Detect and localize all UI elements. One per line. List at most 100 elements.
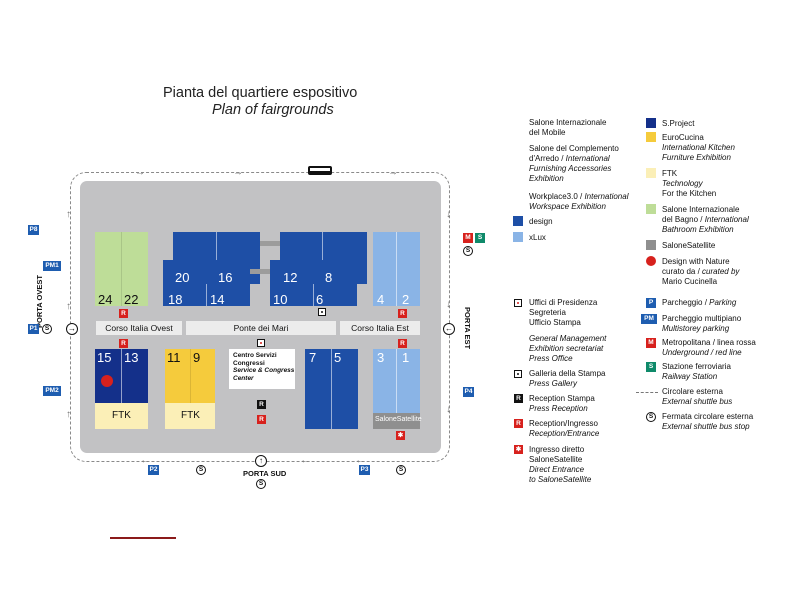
legend-xlux: xLux xyxy=(529,233,546,242)
hall-18-label: 18 xyxy=(168,292,183,307)
hall-11-label: 11 xyxy=(167,350,181,365)
shuttle-arrow-icon: ↑ xyxy=(66,301,71,312)
bus-stop-icon: S xyxy=(256,479,266,489)
parking-p1-icon: P1 xyxy=(28,324,39,334)
railway-icon: S xyxy=(475,233,485,243)
parking-pm1-icon: PM1 xyxy=(43,261,61,271)
legend-design-swatch xyxy=(513,216,523,226)
reception-entrance-icon: R xyxy=(257,415,266,424)
legend-nature: Design with Nature curato da / curated b… xyxy=(662,257,740,286)
hall-14-label: 14 xyxy=(210,292,225,307)
hall-13-label: 13 xyxy=(124,350,139,365)
legend-xlux-swatch xyxy=(513,232,523,242)
legend-salonesatellite-swatch xyxy=(646,240,656,250)
satellite-direct-entrance-icon: ✱ xyxy=(396,431,405,440)
map-title: Pianta del quartiere espositivo xyxy=(163,85,358,101)
hall-24-label: 24 xyxy=(98,292,113,307)
press-reception-icon: R xyxy=(257,400,266,409)
legend-shuttle-line-icon xyxy=(636,392,658,393)
shuttle-arrow-icon: ↓ xyxy=(446,404,451,415)
hall-16-label: 16 xyxy=(218,270,233,285)
parking-p4-icon: P4 xyxy=(463,387,474,397)
legend-presidenza-icon xyxy=(514,299,522,307)
shuttle-arrow-icon: ↓ xyxy=(446,209,451,220)
parking-p3-icon: P3 xyxy=(359,465,370,475)
map-subtitle: Plan of fairgrounds xyxy=(212,102,334,118)
hall-24-22[interactable] xyxy=(95,232,148,306)
legend-bagno-swatch xyxy=(646,204,656,214)
ftk-area-west[interactable] xyxy=(95,403,148,429)
shuttle-arrow-icon: → xyxy=(388,167,398,178)
hall-20-label: 20 xyxy=(175,270,190,285)
decorative-rule xyxy=(110,537,176,539)
service-congress-center[interactable] xyxy=(229,349,295,389)
legend-parking-icon: P xyxy=(646,298,656,308)
street-corso-italia-est: Corso Italia Est xyxy=(340,321,420,335)
reception-entrance-icon: R xyxy=(119,339,128,348)
ftk-label-west: FTK xyxy=(112,410,131,421)
legend-parcheggio: Parcheggio / Parking xyxy=(662,298,737,307)
reception-entrance-icon: R xyxy=(398,339,407,348)
gate-west-label: PORTA OVEST xyxy=(35,275,44,328)
bus-stop-icon: S xyxy=(396,465,406,475)
legend-direct-entrance-icon: ✱ xyxy=(514,445,523,454)
hall-11-9[interactable] xyxy=(165,349,215,403)
legend-reception-entrance-icon: R xyxy=(514,419,523,428)
parking-pm2-icon: PM2 xyxy=(43,386,61,396)
hall-3-label: 3 xyxy=(377,350,385,365)
legend-bagno: Salone Internazionale del Bagno / Intern… xyxy=(662,205,749,234)
parking-p8-icon: P8 xyxy=(28,225,39,235)
legend-workplace: Workplace3.0 / International Workspace E… xyxy=(529,192,629,211)
ftk-area-center[interactable] xyxy=(165,403,215,429)
reception-entrance-icon: R xyxy=(119,309,128,318)
ftk-label-center: FTK xyxy=(181,410,200,421)
legend-multistorey-icon: PM xyxy=(641,314,657,324)
gate-west-arrow-icon: → xyxy=(66,323,78,335)
salonesatellite-area[interactable] xyxy=(373,413,420,429)
hall-10-label: 10 xyxy=(273,292,288,307)
legend-salonesatellite: SaloneSatellite xyxy=(662,241,716,250)
legend-sproject: S.Project xyxy=(662,119,695,128)
reception-entrance-icon: R xyxy=(398,309,407,318)
gate-south-arrow-icon: ↑ xyxy=(255,455,267,467)
hall-7-label: 7 xyxy=(309,350,317,365)
hall-6-label: 6 xyxy=(316,292,324,307)
press-gallery-icon xyxy=(318,308,326,316)
shuttle-arrow-icon: → xyxy=(233,167,243,178)
hall-5-label: 5 xyxy=(334,350,342,365)
street-ponte-dei-mari: Ponte dei Mari xyxy=(186,321,336,335)
shuttle-arrow-icon: ↓ xyxy=(446,299,451,310)
bus-stop-icon: S xyxy=(196,465,206,475)
shuttle-arrow-icon: ← xyxy=(300,455,310,466)
presidenza-office-icon xyxy=(257,339,265,347)
metro-icon: M xyxy=(463,233,473,243)
bus-stop-icon: S xyxy=(463,246,473,256)
service-center-label: Centro Servizi Congressi Service & Congr… xyxy=(233,352,295,382)
legend-bus-stop-icon: S xyxy=(646,412,656,422)
bus-icon xyxy=(308,166,332,175)
hall-8-label: 8 xyxy=(325,270,333,285)
hall-15-label: 15 xyxy=(97,350,112,365)
legend-galleria-icon xyxy=(514,370,522,378)
shuttle-arrow-icon: ← xyxy=(140,455,150,466)
shuttle-arrow-icon: → xyxy=(135,167,145,178)
legend-complemento: Salone Internazionale Salone del Complem… xyxy=(529,144,619,183)
hall-1-label: 1 xyxy=(402,350,410,365)
hall-2-label: 2 xyxy=(402,292,410,307)
hall-12-label: 12 xyxy=(283,270,298,285)
gate-south-label: PORTA SUD xyxy=(243,469,287,478)
design-with-nature-marker xyxy=(101,375,113,387)
